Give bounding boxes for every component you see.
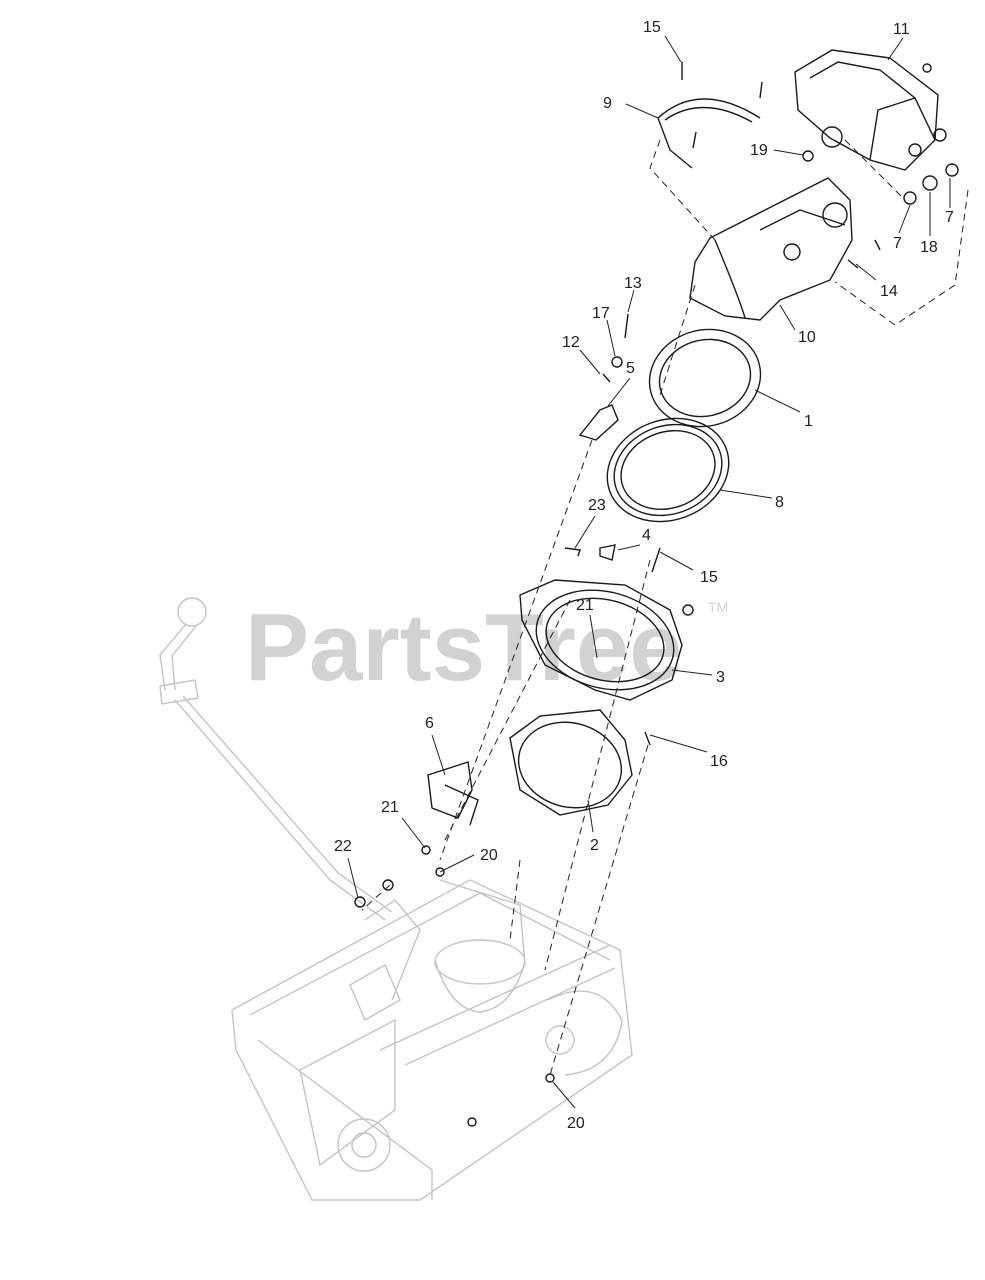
callout-19: 19: [750, 142, 768, 159]
callout-7: 7: [893, 235, 902, 252]
chute-hardware: [802, 128, 959, 269]
callout-5: 5: [626, 360, 635, 377]
part-9-bracket: [657, 62, 763, 169]
callout-10: 10: [798, 329, 816, 346]
part-8-gear-ring: [606, 417, 730, 523]
part-1-ring: [648, 328, 762, 428]
callout-14: 14: [880, 283, 898, 300]
watermark-brand: PartsTree: [245, 594, 683, 701]
leader-lines: [347, 35, 951, 1109]
callout-1: 1: [804, 413, 813, 430]
callout-8: 8: [775, 494, 784, 511]
callout-21: 21: [381, 799, 399, 816]
callout-17: 17: [592, 305, 610, 322]
assembly-lines: [361, 139, 969, 1076]
callout-2: 2: [590, 837, 599, 854]
part-11-deflector: [794, 49, 939, 171]
parts-12-13-17-5: [578, 313, 629, 441]
callout-12: 12: [562, 334, 580, 351]
callout-7: 7: [945, 209, 954, 226]
watermark-tm: TM: [708, 599, 728, 615]
chute-control-rod: [159, 597, 393, 921]
callout-18: 18: [920, 239, 938, 256]
callout-22: 22: [334, 838, 352, 855]
callout-15: 15: [643, 19, 661, 36]
callout-23: 23: [588, 497, 606, 514]
part-3-bracket: [519, 579, 694, 701]
callout-11: 11: [893, 21, 910, 38]
watermark: PartsTree TM: [245, 594, 728, 701]
parts-23-4: [564, 544, 661, 573]
callout-20: 20: [480, 847, 498, 864]
part-10-chute: [689, 177, 853, 321]
part-6-bracket: [354, 731, 651, 1127]
callout-15: 15: [700, 569, 718, 586]
snow-thrower-housing: [231, 879, 633, 1201]
part-2-flange: [509, 709, 633, 816]
callout-6: 6: [425, 715, 434, 732]
callout-16: 16: [710, 753, 728, 770]
callout-20: 20: [567, 1115, 585, 1132]
callout-21: 21: [576, 597, 594, 614]
callout-3: 3: [716, 669, 725, 686]
callout-13: 13: [624, 275, 642, 292]
callouts: 15 11 9 19 7 7 18 14 13 17 12 5 10 1 8 2…: [334, 19, 954, 1132]
callout-9: 9: [603, 95, 612, 112]
callout-4: 4: [642, 527, 651, 544]
